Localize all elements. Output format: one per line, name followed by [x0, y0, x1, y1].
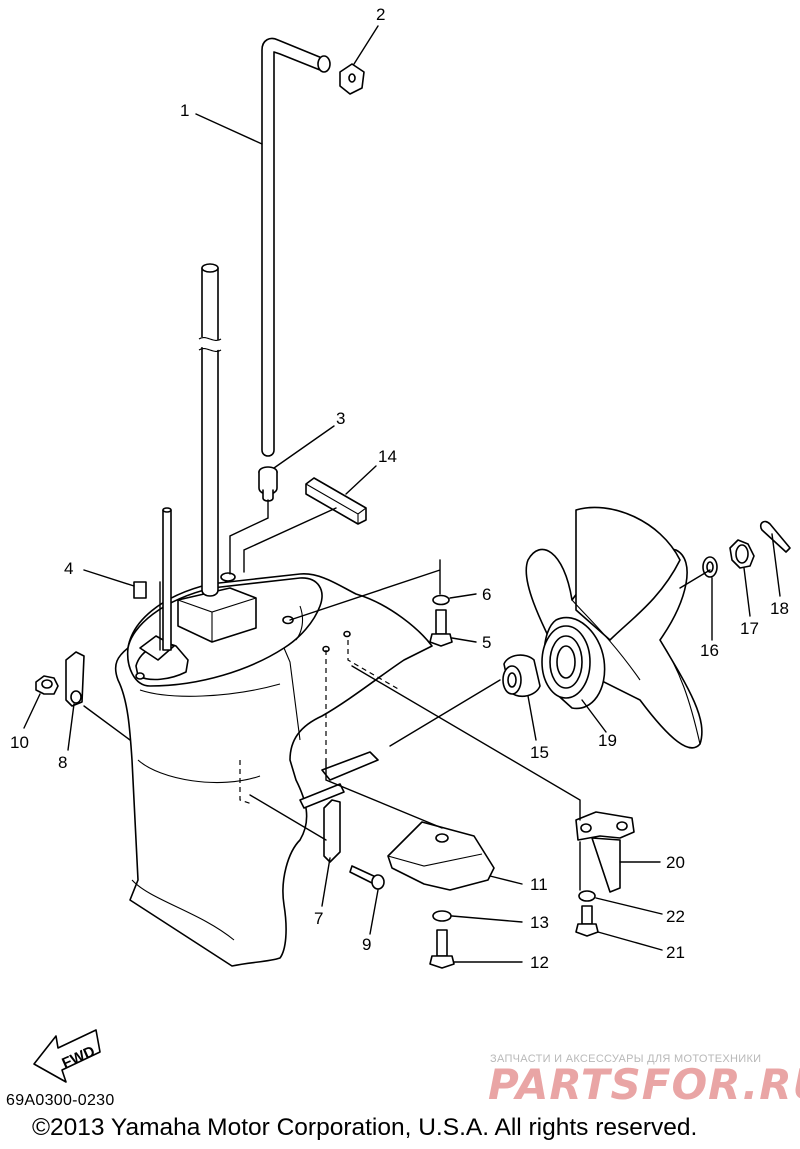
propeller-shaft [321, 751, 379, 781]
callout-11: 11 [530, 875, 548, 894]
callout-2: 2 [376, 5, 385, 24]
callout-8: 8 [58, 753, 67, 772]
watermark-logo: PARTSFOR.RU [488, 1060, 800, 1109]
tube-seal [258, 466, 278, 502]
callout-17: 17 [740, 619, 759, 638]
fwd-arrow-icon: FWD [33, 1029, 101, 1083]
bolt-12 [429, 929, 455, 969]
callout-15: 15 [530, 743, 549, 762]
callout-16: 16 [700, 641, 719, 660]
lower-casing [114, 572, 433, 967]
washer-6 [432, 594, 450, 606]
copyright-notice: ©2013 Yamaha Motor Corporation, U.S.A. A… [32, 1114, 698, 1141]
screw-9 [349, 865, 385, 890]
callout-12: 12 [530, 953, 549, 972]
callout-5: 5 [482, 633, 491, 652]
washer-13 [432, 910, 452, 922]
callout-9: 9 [362, 935, 371, 954]
callout-10: 10 [10, 733, 29, 752]
driveshaft [196, 263, 224, 597]
water-tube [261, 37, 331, 457]
callout-22: 22 [666, 907, 685, 926]
propeller-19 [525, 506, 703, 749]
callout-7: 7 [314, 909, 323, 928]
callout-4: 4 [64, 559, 73, 578]
washer-22 [578, 890, 596, 902]
shift-rod [162, 507, 172, 651]
spacer-15 [502, 654, 541, 698]
callout-numbers: 1 2 3 4 5 6 7 8 9 10 11 12 13 14 15 16 1… [10, 5, 789, 972]
trim-tab-20 [575, 811, 635, 893]
callout-21: 21 [666, 943, 685, 962]
assembly-lines [83, 499, 711, 891]
anode-11 [387, 821, 495, 891]
bolt-5 [429, 609, 453, 647]
drawing-code: 69A0300-0230 [6, 1092, 115, 1109]
callout-20: 20 [666, 853, 685, 872]
watermark-tagline: ЗАПЧАСТИ И АКСЕССУАРЫ ДЛЯ МОТОТЕХНИКИ [490, 1053, 762, 1065]
dowel-pin [133, 581, 147, 599]
nut-17 [729, 539, 755, 569]
callout-6: 6 [482, 585, 491, 604]
callout-3: 3 [336, 409, 345, 428]
grommet-hole [348, 73, 356, 83]
callout-14: 14 [378, 447, 397, 466]
leader-lines [23, 25, 781, 963]
callout-19: 19 [598, 731, 617, 750]
plate-7 [323, 799, 341, 863]
cotter-pin-18 [759, 520, 791, 553]
callout-1: 1 [180, 101, 189, 120]
callout-13: 13 [530, 913, 549, 932]
bolt-21 [575, 905, 599, 937]
callout-18: 18 [770, 599, 789, 618]
